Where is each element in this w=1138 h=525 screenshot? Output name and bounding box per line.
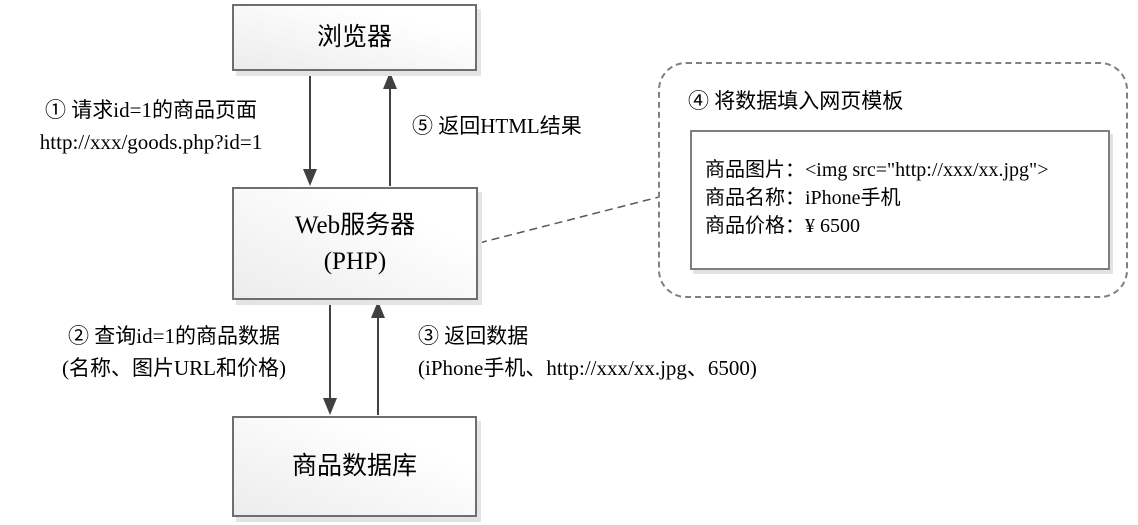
step5-label-text: ⑤ 返回HTML结果 [412,114,582,138]
database-node-label: 商品数据库 [291,452,417,480]
step3-label-line2: (iPhone手机、http://xxx/xx.jpg、6500) [418,356,757,380]
web-server-node-label-line2: (PHP) [323,247,387,275]
arrow-step1-down-arrowhead-icon [303,169,317,186]
arrow-step2-down-arrowhead-icon [323,398,337,415]
step4-label-text: ④ 将数据填入网页模板 [688,89,904,113]
step2-label-line1: ② 查询id=1的商品数据 [68,324,280,348]
database-node: 商品数据库 [232,416,477,517]
step2-query-label: ② 查询id=1的商品数据 (名称、图片URL和价格) [0,320,348,384]
step2-label-line2: (名称、图片URL和价格) [62,356,286,380]
step5-response-label: ⑤ 返回HTML结果 [412,110,582,142]
template-image-line: 商品图片：<img src="http://xxx/xx.jpg"> [705,159,1049,181]
arrow-step3-up-arrowhead-icon [371,301,385,318]
step1-label-line2: http://xxx/goods.php?id=1 [39,130,263,154]
step3-return-data-label: ③ 返回数据 (iPhone手机、http://xxx/xx.jpg、6500) [418,320,757,384]
step3-label-line1: ③ 返回数据 [418,324,529,348]
browser-node-label: 浏览器 [316,23,392,51]
web-server-node: Web服务器 (PHP) [232,187,478,300]
arrow-step5-up-arrowhead-icon [383,72,397,89]
web-server-node-label-line1: Web服务器 [294,211,416,239]
step4-fill-template-label: ④ 将数据填入网页模板 [688,85,903,117]
callout-dashed-connector [478,196,660,244]
step1-request-label: ① 请求id=1的商品页面 http://xxx/goods.php?id=1 [0,94,302,158]
browser-node: 浏览器 [232,4,477,71]
html-template-preview-box: 商品图片：<img src="http://xxx/xx.jpg"> 商品名称：… [690,130,1110,270]
step1-label-line1: ① 请求id=1的商品页面 [45,98,257,122]
template-name-line: 商品名称：iPhone手机 [705,187,901,209]
template-price-line: 商品价格：¥ 6500 [705,215,860,237]
